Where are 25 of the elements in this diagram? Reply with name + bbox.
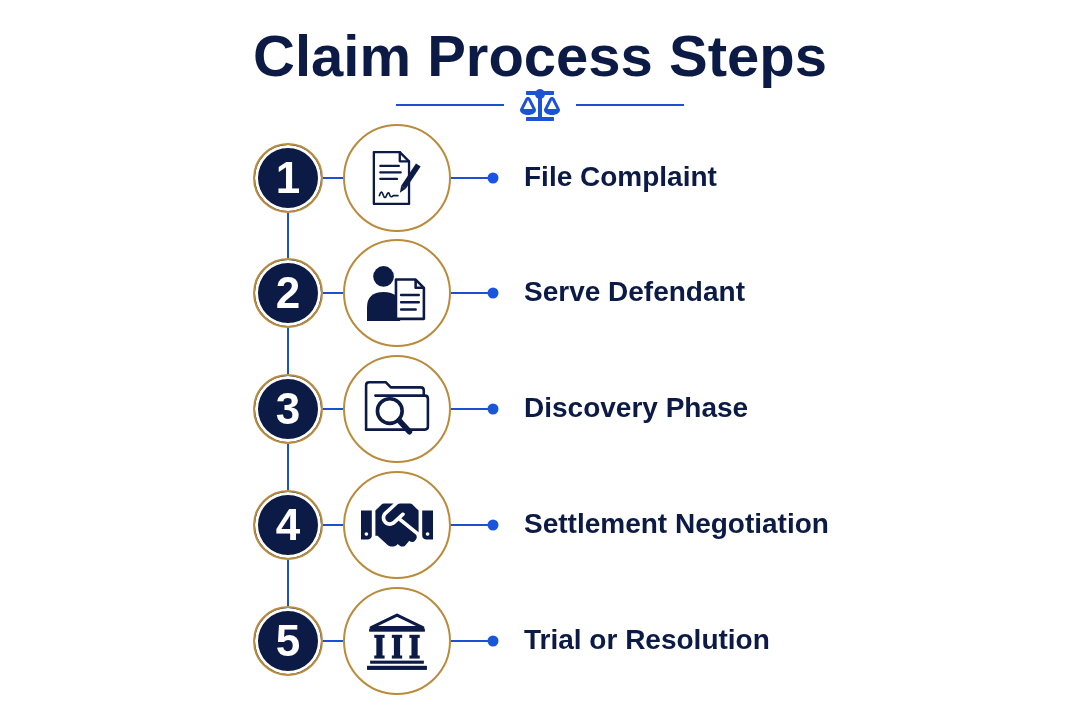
step-label: Discovery Phase — [524, 390, 749, 426]
step-label: Trial or Resolution — [524, 622, 770, 658]
connector-line — [287, 559, 289, 607]
dot-connector — [450, 519, 499, 531]
dot-connector — [450, 403, 499, 415]
dot-connector — [450, 172, 499, 184]
title: Claim Process Steps — [252, 22, 828, 90]
connector-line — [287, 212, 289, 259]
step-number: 2 — [253, 258, 323, 328]
connector-line — [287, 327, 289, 375]
connector-line — [287, 443, 289, 491]
step-number: 3 — [253, 374, 323, 444]
step-label: Serve Defendant — [524, 274, 745, 310]
connector-line — [322, 640, 344, 642]
connector-line — [322, 177, 344, 179]
connector-line — [322, 524, 344, 526]
dot-connector — [450, 287, 499, 299]
step-label: Settlement Negotiation — [524, 506, 829, 542]
step-number: 4 — [253, 490, 323, 560]
connector-line — [322, 408, 344, 410]
dot-connector — [450, 635, 499, 647]
step-label: File Complaint — [524, 159, 717, 195]
step-number: 5 — [253, 606, 323, 676]
connector-line — [322, 292, 344, 294]
step-number: 1 — [253, 143, 323, 213]
